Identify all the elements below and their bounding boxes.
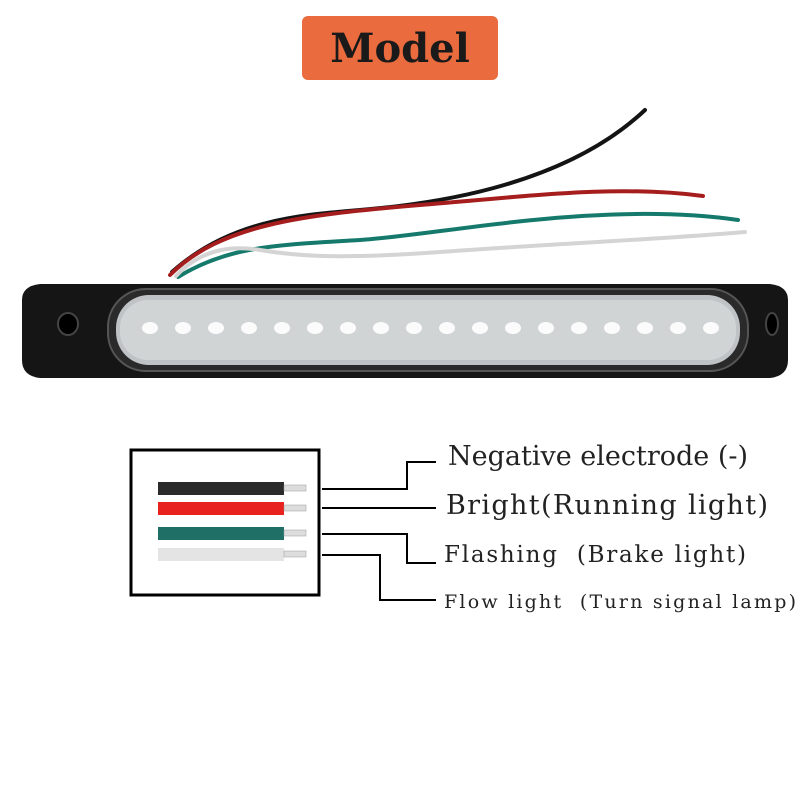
led [241,322,257,334]
product-wire-green [176,211,740,279]
led [571,322,587,334]
product-wire-white [174,230,747,278]
led [538,322,554,334]
led [703,322,719,334]
wire-sample-red [158,502,307,515]
wiring-diagram: Negative electrode (-) Bright(Running li… [129,441,796,613]
label-flow-light: Flow light (Turn signal lamp) [444,591,796,613]
led [439,322,455,334]
led [142,322,158,334]
mount-hole-left [57,312,79,336]
leader-line-flow [322,554,436,601]
wire-sample-box [129,448,321,597]
led-row [142,322,719,334]
wire-sample-white [158,548,307,561]
label-flashing: Flashing (Brake light) [444,542,746,568]
light-bar [22,284,788,378]
led [208,322,224,334]
wire-sample-black [158,482,307,495]
label-bright: Bright(Running light) [446,490,768,521]
led [637,322,653,334]
led [406,322,422,334]
product-wire-red [168,189,705,277]
led [340,322,356,334]
led [670,322,686,334]
leader-line-flashing [322,533,436,564]
mount-hole-right [765,312,779,336]
led [175,322,191,334]
label-negative-electrode: Negative electrode (-) [448,441,748,472]
wire-sample-green [158,527,307,540]
leader-line-negative [322,461,436,490]
model-badge: Model [302,16,498,80]
led [505,322,521,334]
led [307,322,323,334]
led [373,322,389,334]
product-wires [168,108,747,279]
led [604,322,620,334]
led [274,322,290,334]
led [472,322,488,334]
